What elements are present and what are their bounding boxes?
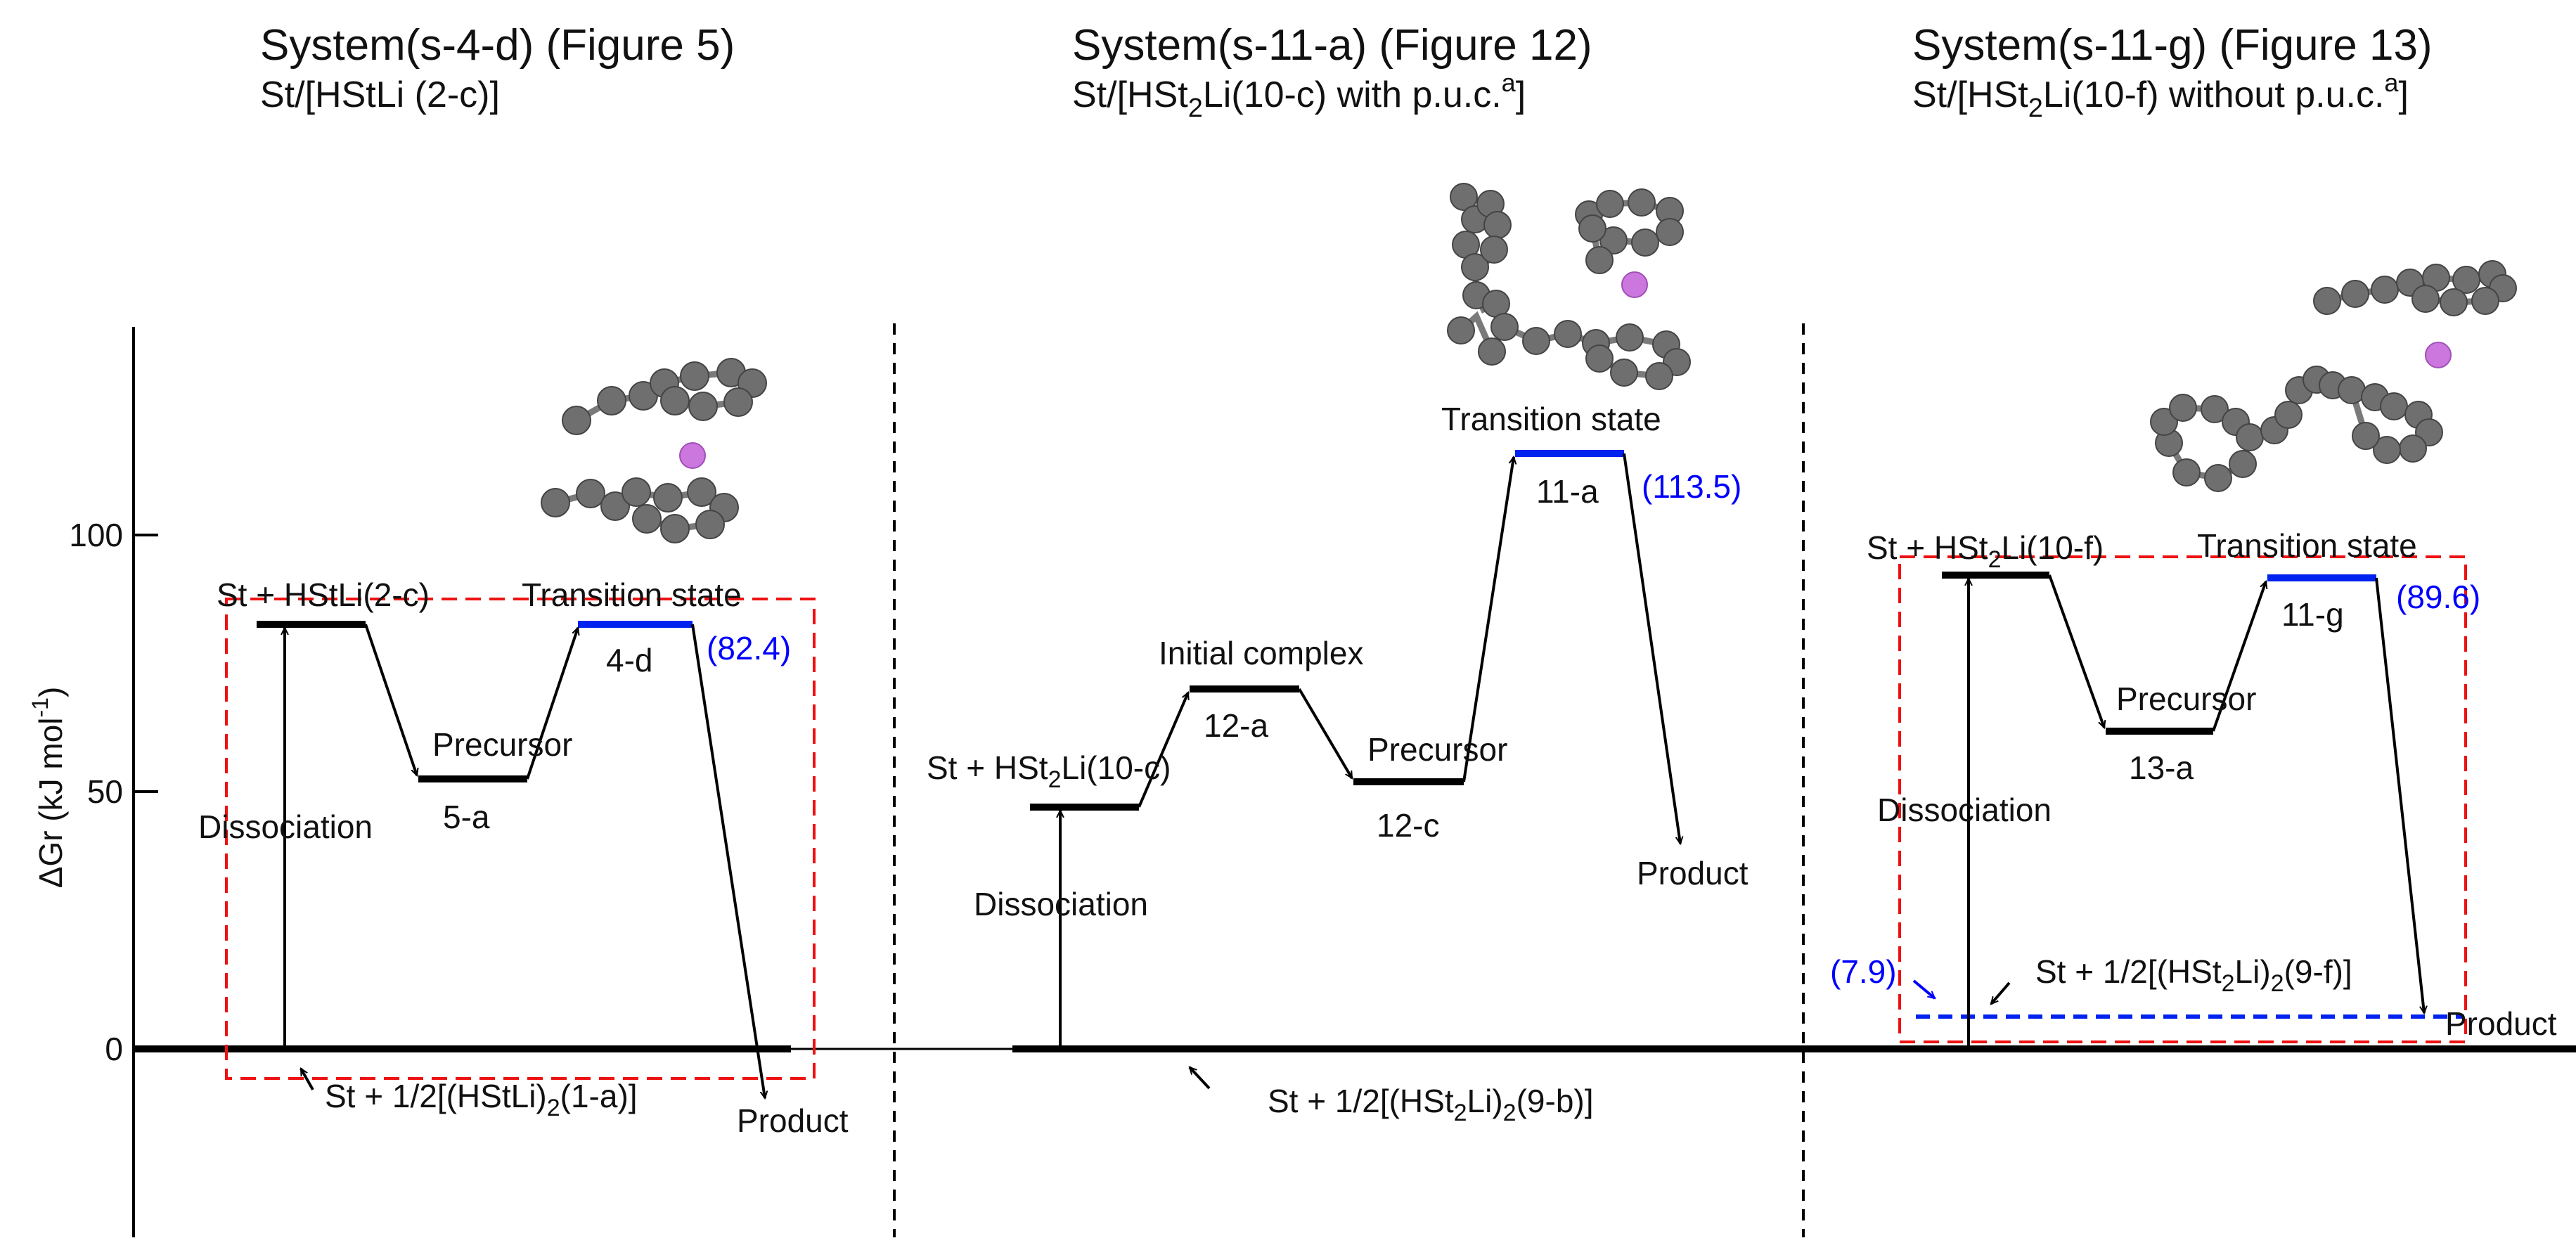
panel2-arrow-to-product [1623,453,1680,844]
panel2-base-label: St + 1/2[(HSt2Li)2(9-b)] [1268,1083,1594,1126]
y-tick-label-50: 50 [87,773,123,810]
panel2-molecule-image [1447,183,1691,390]
panel2-arrow-to-ts [1462,457,1514,782]
panel1-molecule-image [541,358,767,543]
panel2-start-label: St + HSt2Li(10-c) [927,749,1171,793]
panel2-precursor-label: Precursor [1367,731,1507,768]
panel2-initial-id: 12-a [1204,707,1268,744]
panel1-title: System(s-4-d) (Figure 5) [260,21,735,70]
panel2-ts-value: (113.5) [1642,468,1741,505]
panel3-arrow-to-precursor [2048,574,2104,728]
panel1-arrow-to-ts [526,628,578,780]
panel2-base-pointer [1190,1067,1211,1090]
panel3-subtitle: St/[HSt2Li(10-f) without p.u.c.a] [1912,68,2409,123]
panel1-product-label: Product [737,1102,849,1139]
panel3-precursor-label: Precursor [2116,681,2256,717]
panel3-ts-label: Transition state [2197,527,2417,564]
panel3-product-label: Product [2445,1005,2557,1042]
panel2-arrow-to-initial [1138,692,1190,808]
panel3-reference-pointer [1990,981,2011,1004]
panel2-title: System(s-11-a) (Figure 12) [1072,21,1592,70]
panel3-reference-value: (7.9) [1830,953,1897,990]
panel3-ts-id: 11-g [2281,596,2344,633]
panel1-base-pointer [300,1069,314,1090]
panel3-precursor-id: 13-a [2129,749,2194,786]
panel2-ts-label: Transition state [1441,401,1661,437]
panel1-ts-id: 4-d [606,642,652,678]
panel3-title: System(s-11-g) (Figure 13) [1912,21,2433,70]
panel1-arrow-to-product [691,624,765,1098]
panel3-molecule-image [2150,260,2517,492]
panel1-ts-value: (82.4) [707,630,791,666]
panel2-dissociation-label: Dissociation [974,886,1148,922]
panel3-value-pointer [1912,979,1935,1000]
panel3-dissociation-label: Dissociation [1877,792,2052,828]
panel1-ts-label: Transition state [522,576,742,613]
panel3-start-label: St + HSt2Li(10-f) [1867,529,2104,573]
panel1-subtitle: St/[HStLi (2-c)] [260,75,500,115]
panel3-arrow-to-product [2375,577,2424,1013]
panel2-product-label: Product [1637,855,1749,891]
y-axis-label: ΔGr (kJ mol-1) [27,687,69,889]
panel1-precursor-label: Precursor [432,726,572,763]
panel3-ts-value: (89.6) [2396,579,2480,615]
panel1-dissociation-label: Dissociation [198,808,373,845]
y-tick-label-100: 100 [69,517,123,553]
panel2-ts-id: 11-a [1536,473,1599,510]
panel1-start-label: St + HStLi(2-c) [217,576,430,613]
panel2-precursor-id: 12-c [1377,807,1439,844]
panel1-highlight-box [225,598,816,1080]
panel3-reference-label: St + 1/2[(HSt2Li)2(9-f)] [2035,953,2352,997]
panel1-base-label: St + 1/2[(HStLi)2(1-a)] [325,1078,638,1121]
panel1-arrow-to-precursor [364,624,417,775]
panel3-arrow-to-ts [2212,581,2266,732]
panel1-precursor-id: 5-a [443,799,490,835]
y-tick-label-0: 0 [105,1031,123,1067]
panel2-arrow-to-precursor [1298,688,1353,778]
panel2-subtitle: St/[HSt2Li(10-c) with p.u.c.a] [1072,68,1526,123]
panel2-initial-label: Initial complex [1159,635,1363,671]
